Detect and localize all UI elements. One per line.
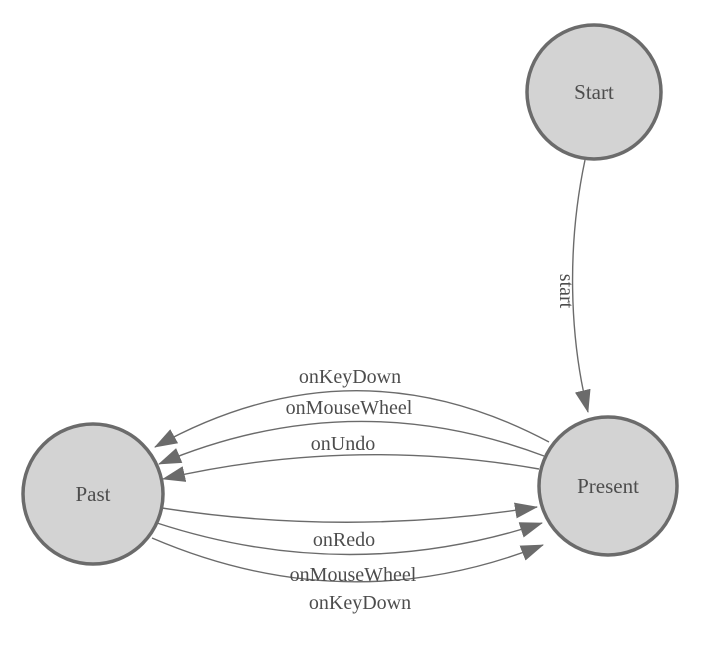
state-node-start: Start	[525, 23, 663, 161]
state-label-present: Present	[577, 474, 639, 498]
edge-label-onmousewheel-5: onMouseWheel	[290, 564, 417, 586]
edge-past-to-present-onkeydown	[151, 537, 544, 583]
edge-present-to-past-onkeydown	[154, 390, 550, 448]
edges-layer	[151, 159, 591, 583]
edge-label-onkeydown-6: onKeyDown	[309, 592, 411, 614]
edge-label-onundo-3: onUndo	[311, 433, 375, 455]
edge-label-start-0: start	[555, 274, 577, 309]
state-circle-past	[21, 422, 165, 566]
state-node-past: Past	[21, 422, 165, 566]
edge-label-onredo-4: onRedo	[313, 529, 375, 551]
state-label-past: Past	[75, 482, 110, 506]
edge-past-to-present-onredo	[161, 502, 538, 523]
edge-present-to-past-onundo	[162, 453, 540, 482]
edge-label-onmousewheel-2: onMouseWheel	[286, 397, 413, 419]
state-node-present: Present	[537, 415, 679, 557]
edge-start-to-present-start	[571, 159, 591, 413]
edge-present-to-past-onmousewheel	[158, 420, 545, 465]
state-label-start: Start	[574, 80, 614, 104]
edge-past-to-present-onmousewheel	[156, 522, 543, 556]
edge-labels-layer: start onKeyDown onMouseWheel onUndo onRedo on…	[286, 274, 577, 614]
edge-label-onkeydown-1: onKeyDown	[299, 366, 401, 388]
state-circle-present	[537, 415, 679, 557]
state-circle-start	[525, 23, 663, 161]
